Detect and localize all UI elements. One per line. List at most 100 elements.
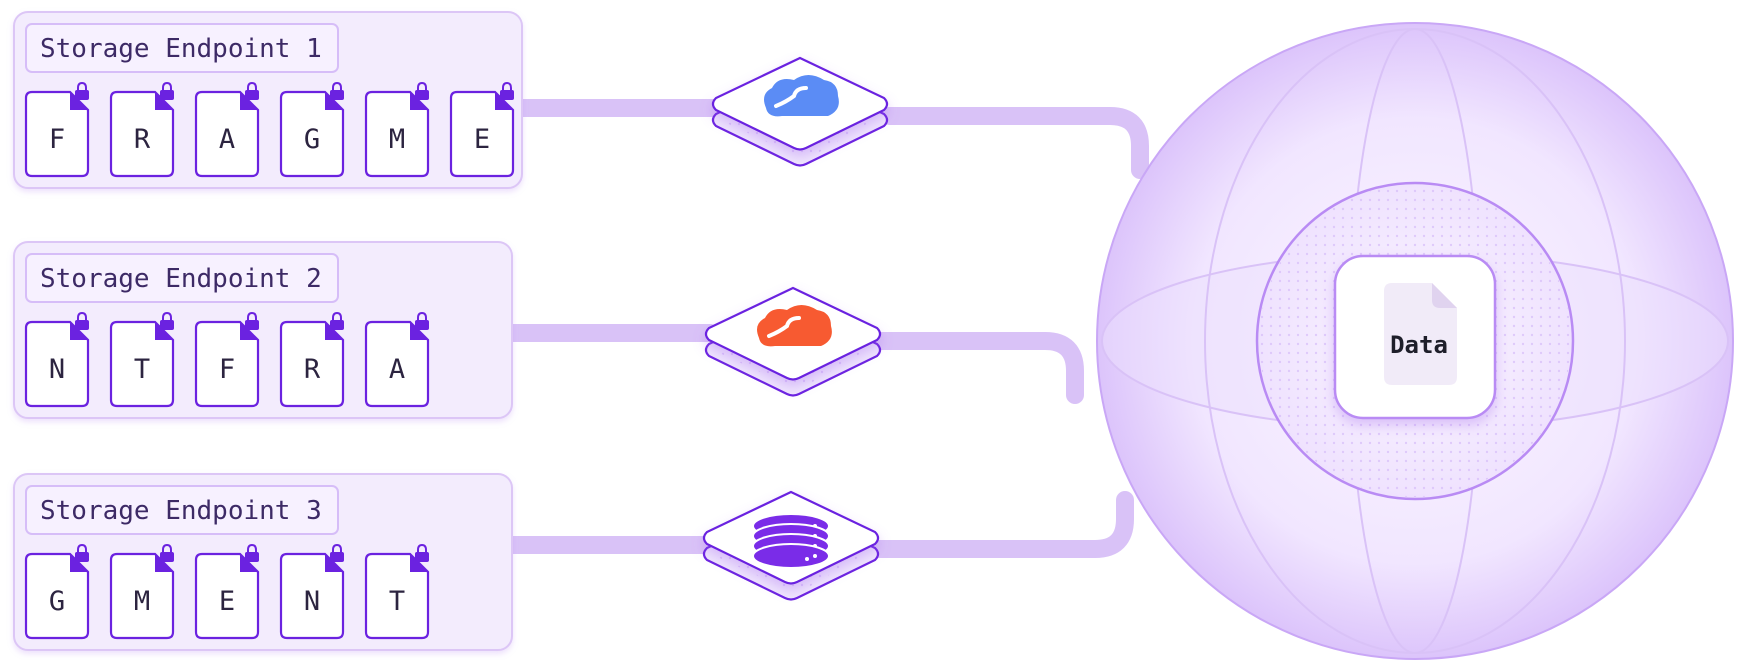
lock-icon [75, 81, 89, 100]
file-fold [240, 322, 258, 340]
fragment-file: A [194, 81, 260, 178]
lock-icon [160, 81, 174, 100]
fragment-letter: M [389, 124, 405, 155]
file-card [24, 552, 90, 640]
file-fold [325, 92, 343, 110]
file-card [194, 320, 260, 408]
fragment-letter: G [304, 124, 320, 155]
fragment-file: F [194, 311, 260, 408]
connector-line-3-out [871, 491, 1134, 558]
provider-chip-3 [702, 490, 880, 601]
file-fold [155, 322, 173, 340]
file-fold [155, 92, 173, 110]
file-fold [155, 554, 173, 572]
fragment-file: E [449, 81, 515, 178]
fragment-letter: A [389, 354, 405, 385]
connector-line-1-out [881, 107, 1149, 179]
lock-icon [245, 311, 259, 330]
lock-icon [330, 543, 344, 562]
provider-chip-2 [704, 286, 882, 397]
endpoint-title: Storage Endpoint 1 [40, 34, 322, 64]
endpoint-title: Storage Endpoint 3 [40, 496, 322, 526]
file-card [364, 552, 430, 640]
document-fold [1432, 283, 1457, 308]
file-fold [70, 322, 88, 340]
fragment-file: G [279, 81, 345, 178]
data-core-label: Data [1390, 331, 1448, 359]
fragment-letter: A [219, 124, 235, 155]
storage-endpoint-3: Storage Endpoint 3 G M E N T [13, 473, 513, 651]
lock-icon [415, 81, 429, 100]
fragment-file: E [194, 543, 260, 640]
fragment-letter: T [389, 586, 405, 617]
file-card [194, 90, 260, 178]
lock-icon [160, 543, 174, 562]
storage-endpoint-1: Storage Endpoint 1 F R A G M E [13, 11, 523, 189]
file-fold [410, 322, 428, 340]
file-card [24, 320, 90, 408]
file-card [194, 552, 260, 640]
fragment-file: R [279, 311, 345, 408]
lock-icon [245, 543, 259, 562]
fragment-letter: N [304, 586, 320, 617]
lock-icon [75, 543, 89, 562]
fragment-letter: R [134, 124, 151, 155]
fragment-file: N [24, 311, 90, 408]
fragment-letter: M [134, 586, 150, 617]
fragment-letter: E [219, 586, 235, 617]
fragment-file: M [109, 543, 175, 640]
lock-icon [330, 311, 344, 330]
file-card [364, 320, 430, 408]
fragment-file: A [364, 311, 430, 408]
lock-icon [415, 311, 429, 330]
file-card [279, 320, 345, 408]
file-card [24, 90, 90, 178]
fragment-file: F [24, 81, 90, 178]
fragment-letter: F [219, 354, 235, 385]
data-globe: Data [1096, 22, 1734, 660]
fragment-letter: N [49, 354, 65, 385]
blue-cloud-icon [764, 75, 839, 117]
connector-tracks [503, 99, 1149, 558]
file-fold [325, 322, 343, 340]
file-card [279, 552, 345, 640]
database-server-icon [752, 513, 830, 569]
file-fold [495, 92, 513, 110]
fragment-letter: R [304, 354, 321, 385]
fragment-file: R [109, 81, 175, 178]
fragment-letter: G [49, 586, 65, 617]
fragment-file: G [24, 543, 90, 640]
fragment-letter: E [474, 124, 490, 155]
document-icon [1384, 283, 1457, 385]
endpoint-title: Storage Endpoint 2 [40, 264, 322, 294]
file-fold [240, 554, 258, 572]
file-fold [240, 92, 258, 110]
orange-cloud-icon [757, 305, 832, 347]
fragment-file: T [364, 543, 430, 640]
lock-icon [245, 81, 259, 100]
file-card [109, 552, 175, 640]
connector-line-2-out [871, 332, 1084, 404]
lock-icon [500, 81, 514, 100]
file-fold [70, 554, 88, 572]
file-card [279, 90, 345, 178]
file-card [109, 90, 175, 178]
lock-icon [75, 311, 89, 330]
fragment-file: T [109, 311, 175, 408]
file-fold [410, 92, 428, 110]
file-fold [70, 92, 88, 110]
fragment-file: N [279, 543, 345, 640]
file-fold [325, 554, 343, 572]
lock-icon [415, 543, 429, 562]
fragment-letter: F [49, 124, 65, 155]
file-card [449, 90, 515, 178]
endpoint-title-box [25, 23, 339, 73]
endpoint-title-box [25, 253, 339, 303]
file-card [364, 90, 430, 178]
file-card [109, 320, 175, 408]
fragment-letter: T [134, 354, 150, 385]
endpoint-title-box [25, 485, 339, 535]
provider-chip-1 [711, 56, 889, 167]
lock-icon [160, 311, 174, 330]
